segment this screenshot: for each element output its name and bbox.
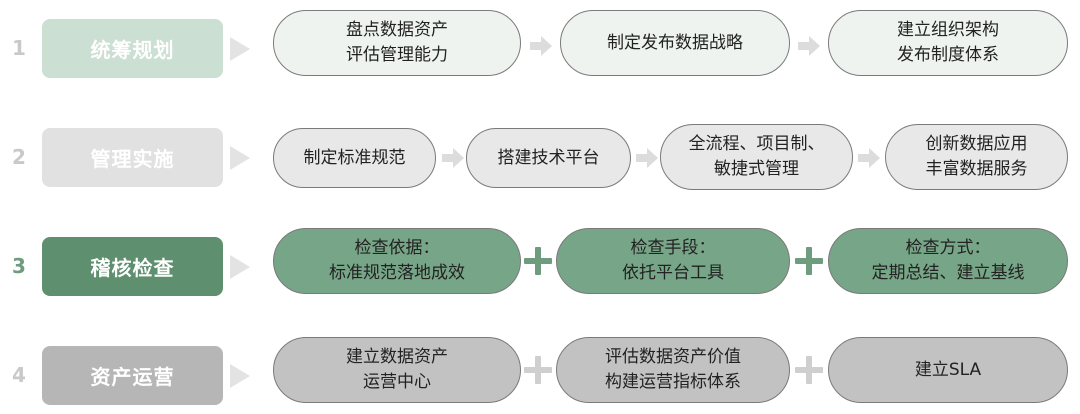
- step-number-1: 1: [12, 36, 26, 60]
- step-number-4: 4: [12, 363, 26, 387]
- step-data-applications: 创新数据应用 丰富数据服务: [885, 124, 1068, 190]
- check-means: 检查手段： 依托平台工具: [556, 228, 790, 294]
- stage-pointer-3: [230, 255, 250, 279]
- arrow-icon: [442, 148, 464, 168]
- step-org-structure: 建立组织架构 发布制度体系: [828, 10, 1068, 76]
- stage-pointer-4: [230, 364, 250, 388]
- stage-plan: 统筹规划: [42, 19, 223, 78]
- stage-implement: 管理实施: [42, 128, 223, 187]
- step-tech-platform: 搭建技术平台: [466, 128, 631, 188]
- check-basis: 检查依据： 标准规范落地成效: [273, 228, 521, 294]
- step-data-strategy: 制定发布数据战略: [560, 10, 790, 76]
- arrow-icon: [798, 36, 820, 56]
- step-standards: 制定标准规范: [273, 128, 436, 188]
- plus-icon: [795, 356, 823, 384]
- plus-icon: [795, 247, 823, 275]
- ops-sla: 建立SLA: [828, 337, 1068, 403]
- step-number-2: 2: [12, 145, 26, 169]
- plus-icon: [524, 356, 552, 384]
- plus-icon: [524, 247, 552, 275]
- arrow-icon: [530, 36, 552, 56]
- stage-operations: 资产运营: [42, 346, 223, 405]
- stage-pointer-1: [230, 37, 250, 61]
- arrow-icon: [636, 148, 658, 168]
- ops-value-metrics: 评估数据资产价值 构建运营指标体系: [556, 337, 790, 403]
- check-method: 检查方式： 定期总结、建立基线: [828, 228, 1068, 294]
- ops-center: 建立数据资产 运营中心: [273, 337, 521, 403]
- step-agile-management: 全流程、项目制、 敏捷式管理: [660, 124, 853, 190]
- stage-pointer-2: [230, 146, 250, 170]
- stage-audit: 稽核检查: [42, 237, 223, 296]
- step-number-3: 3: [12, 254, 26, 278]
- arrow-icon: [858, 148, 880, 168]
- step-inventory-assets: 盘点数据资产 评估管理能力: [273, 10, 521, 76]
